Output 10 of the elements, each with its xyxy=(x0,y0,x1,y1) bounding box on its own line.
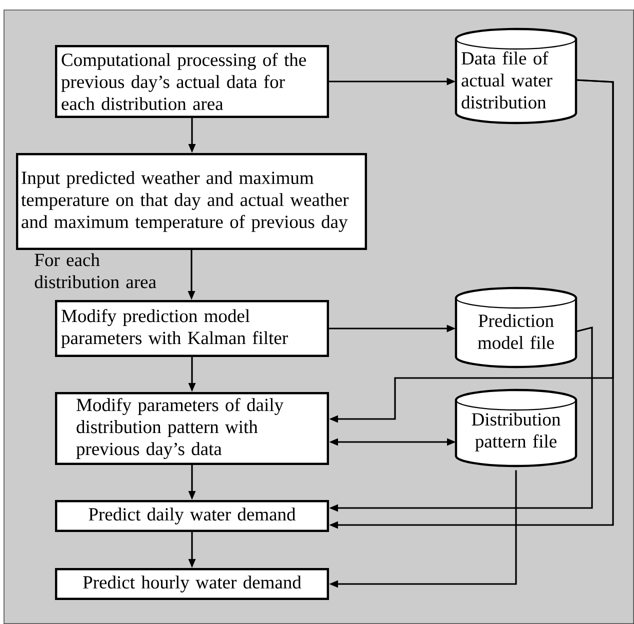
note-text: For each distribution area xyxy=(34,253,156,288)
data-file-cylinder: Data file of actual water distribution xyxy=(454,28,578,124)
process-box: Predict hourly water demand xyxy=(55,568,329,600)
process-box: Modify parameters of daily distribution pattern with previous day’s data xyxy=(55,392,329,465)
process-box: Predict daily water demand xyxy=(55,500,329,532)
process-box: Computational processing of the previous day’s actual data for each distribution area xyxy=(55,45,329,118)
data-file-cylinder: Prediction model file xyxy=(454,286,578,368)
process-box: Input predicted weather and maximum temperature on that day and actual weather and maximum temperature of previous day xyxy=(16,153,367,250)
data-file-cylinder: Distribution pattern file xyxy=(454,388,578,468)
process-box: Modify prediction model parameters with Kalman filter xyxy=(55,300,329,357)
